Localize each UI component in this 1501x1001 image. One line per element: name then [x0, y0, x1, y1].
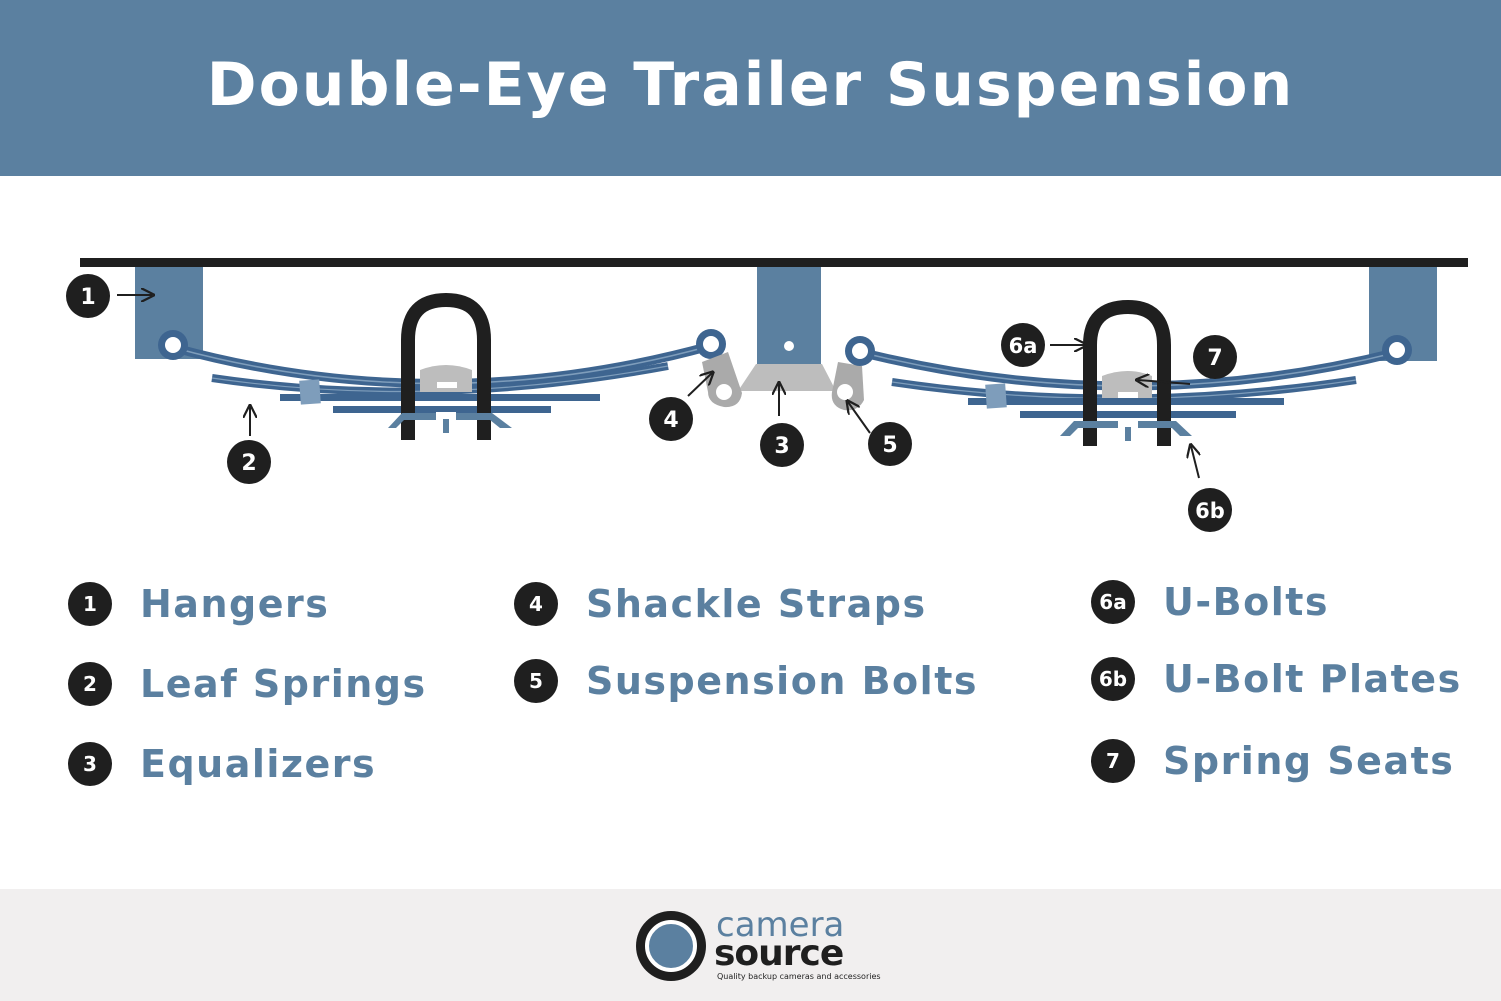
svg-text:6a: 6a: [1009, 334, 1038, 358]
legend: 1 Hangers 2 Leaf Springs 3 Equalizers 4 …: [0, 560, 1501, 880]
legend-label: U-Bolt Plates: [1163, 657, 1462, 701]
callout-badge-4: 4: [649, 397, 693, 441]
svg-text:1: 1: [80, 285, 95, 310]
legend-badge: 1: [68, 582, 112, 626]
suspension-diagram: 1 2 3 4 5 6a 6b 7: [66, 258, 1468, 532]
callout-arrows: [117, 295, 1199, 479]
legend-badge: 7: [1091, 739, 1135, 783]
camera-lens-icon: [636, 911, 706, 981]
callout-badge-2: 2: [227, 440, 271, 484]
svg-text:4: 4: [663, 408, 678, 433]
legend-item-u-bolt-plates: 6b U-Bolt Plates: [1091, 654, 1462, 704]
svg-text:7: 7: [1207, 346, 1222, 371]
logo-word-camera: camera: [716, 905, 845, 945]
legend-item-u-bolts: 6a U-Bolts: [1091, 577, 1329, 627]
legend-badge: 6a: [1091, 580, 1135, 624]
legend-item-equalizers: 3 Equalizers: [68, 739, 376, 789]
camera-source-logo: camera source Quality backup cameras and…: [636, 905, 881, 983]
legend-label: Suspension Bolts: [586, 659, 978, 703]
leaf-spring-right: [845, 335, 1412, 418]
legend-label: Equalizers: [140, 742, 377, 786]
svg-text:3: 3: [774, 434, 789, 459]
equalizer: [738, 364, 836, 391]
callout-badge-7: 7: [1193, 335, 1237, 379]
u-bolt-left: [388, 292, 512, 440]
logo-tagline: Quality backup cameras and accessories: [717, 972, 881, 981]
legend-item-hangers: 1 Hangers: [68, 579, 329, 629]
callout-badge-3: 3: [760, 423, 804, 467]
u-bolt-right: [1060, 299, 1192, 446]
legend-label: U-Bolts: [1163, 580, 1330, 624]
callout-badge-6a: 6a: [1001, 323, 1045, 367]
svg-text:2: 2: [241, 451, 256, 476]
legend-label: Spring Seats: [1163, 739, 1455, 783]
callout-badge-6b: 6b: [1188, 488, 1232, 532]
callout-badge-5: 5: [868, 422, 912, 466]
legend-item-leaf-springs: 2 Leaf Springs: [68, 659, 427, 709]
legend-label: Leaf Springs: [140, 662, 427, 706]
page-title: Double-Eye Trailer Suspension: [206, 50, 1295, 120]
header-banner: Double-Eye Trailer Suspension: [0, 0, 1501, 176]
legend-badge: 6b: [1091, 657, 1135, 701]
callout-badge-1: 1: [66, 274, 110, 318]
svg-text:6b: 6b: [1195, 499, 1225, 523]
legend-item-spring-seats: 7 Spring Seats: [1091, 736, 1454, 786]
legend-item-shackle-straps: 4 Shackle Straps: [514, 579, 927, 629]
legend-label: Hangers: [140, 582, 330, 626]
shackle-strap-left: [702, 352, 742, 408]
footer: camera source Quality backup cameras and…: [0, 889, 1501, 1001]
legend-badge: 4: [514, 582, 558, 626]
legend-badge: 3: [68, 742, 112, 786]
legend-badge: 5: [514, 659, 558, 703]
legend-item-suspension-bolts: 5 Suspension Bolts: [514, 656, 978, 706]
frame-rail: [80, 258, 1468, 267]
legend-badge: 2: [68, 662, 112, 706]
legend-label: Shackle Straps: [586, 582, 927, 626]
logo-word-source: source: [714, 933, 844, 974]
hanger-center-bolt: [784, 341, 794, 351]
svg-text:5: 5: [882, 433, 897, 458]
